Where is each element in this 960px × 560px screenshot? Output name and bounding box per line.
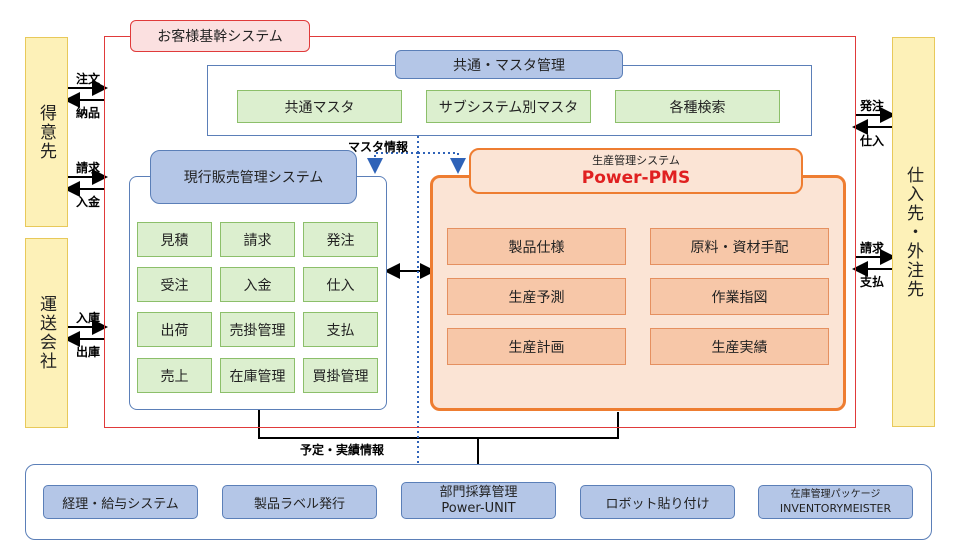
sales-item-label: 受注: [160, 277, 189, 294]
pms-subtitle: 生産管理システム: [592, 154, 680, 167]
stock-in-label: 入庫: [76, 311, 101, 325]
delivery-label: 納品: [76, 106, 101, 120]
subsystem-master-item: サブシステム別マスタ: [426, 90, 591, 123]
payment-in-label: 入金: [76, 195, 101, 209]
pms-item-production-plan: 生産計画: [447, 328, 626, 365]
sales-item-label: 請求: [243, 232, 272, 249]
common-master-item-label: 共通マスタ: [284, 99, 355, 116]
sales-item-payment-out: 支払: [303, 312, 378, 347]
power-unit-line2: Power-UNIT: [441, 500, 516, 516]
common-master-item: 共通マスタ: [237, 90, 402, 123]
pms-item-production-result: 生産実績: [650, 328, 829, 365]
sales-item-label: 出荷: [160, 322, 189, 339]
sales-item-payment-in: 入金: [220, 267, 295, 302]
plan-actual-info-label: 予定・実績情報: [300, 443, 385, 457]
stock-out-label: 出庫: [76, 345, 101, 359]
core-system-title-text: お客様基幹システム: [157, 29, 283, 45]
purchase-label: 仕入: [860, 134, 885, 148]
pms-title-box: 生産管理システム Power-PMS: [469, 148, 803, 194]
sales-system-title-text: 現行販売管理システム: [183, 170, 324, 186]
pms-item-label: 生産予測: [508, 289, 565, 306]
supplier-box: 仕入先・外注先: [892, 37, 935, 427]
pms-item-production-forecast: 生産予測: [447, 278, 626, 315]
power-unit-system: 部門採算管理 Power-UNIT: [401, 482, 556, 519]
sales-item-receive-order: 受注: [137, 267, 212, 302]
sales-item-label: 売上: [160, 368, 189, 385]
sales-item-receivables: 売掛管理: [220, 312, 295, 347]
core-system-frame: [104, 36, 856, 428]
pms-item-label: 原料・資材手配: [690, 239, 789, 256]
sales-item-label: 仕入: [326, 277, 355, 294]
product-label-issuing: 製品ラベル発行: [222, 485, 377, 519]
sales-item-label: 売掛管理: [229, 322, 286, 339]
master-info-label: マスタ情報: [348, 140, 409, 154]
sales-item-label: 在庫管理: [229, 368, 286, 385]
pms-title: Power-PMS: [581, 168, 691, 188]
subsystem-master-item-label: サブシステム別マスタ: [438, 99, 579, 116]
core-system-title: お客様基幹システム: [130, 20, 310, 52]
supplier-label: 仕入先・外注先: [903, 165, 923, 299]
pms-item-label: 製品仕様: [508, 239, 565, 256]
customer-box: 得意先: [25, 37, 68, 227]
accounting-payroll-label: 経理・給与システム: [62, 496, 179, 512]
sales-item-purchase: 仕入: [303, 267, 378, 302]
sales-item-inventory: 在庫管理: [220, 358, 295, 393]
pms-item-label: 生産実績: [711, 339, 768, 356]
pms-item-work-instruction: 作業指図: [650, 278, 829, 315]
sales-item-payables: 買掛管理: [303, 358, 378, 393]
common-master-title: 共通・マスタ管理: [395, 50, 623, 79]
place-order-label: 発注: [860, 99, 885, 113]
inventory-package-line2: INVENTORYMEISTER: [779, 502, 892, 515]
pms-item-product-spec: 製品仕様: [447, 228, 626, 265]
sales-item-order: 発注: [303, 222, 378, 257]
robot-labeling-label: ロボット貼り付け: [605, 496, 710, 512]
sales-item-quote: 見積: [137, 222, 212, 257]
sales-item-label: 発注: [326, 232, 355, 249]
product-label-issuing-label: 製品ラベル発行: [253, 496, 345, 512]
customer-label: 得意先: [36, 103, 56, 161]
payment-out-label: 支払: [860, 275, 885, 289]
accounting-payroll-system: 経理・給与システム: [43, 485, 198, 519]
inventory-package-line1: 在庫管理パッケージ: [790, 489, 881, 500]
pms-item-material-arrangement: 原料・資材手配: [650, 228, 829, 265]
search-item: 各種検索: [615, 90, 780, 123]
sales-item-sales: 売上: [137, 358, 212, 393]
order-label: 注文: [76, 72, 101, 86]
search-item-label: 各種検索: [669, 99, 726, 116]
power-unit-line1: 部門採算管理: [439, 484, 518, 500]
sales-item-label: 支払: [326, 322, 355, 339]
transport-box: 運送会社: [25, 238, 68, 428]
billing-out-label: 請求: [860, 241, 885, 255]
pms-item-label: 生産計画: [508, 339, 565, 356]
sales-item-label: 見積: [160, 232, 189, 249]
common-master-title-text: 共通・マスタ管理: [453, 57, 565, 74]
sales-item-label: 入金: [243, 277, 272, 294]
inventory-meister-system: 在庫管理パッケージ INVENTORYMEISTER: [758, 485, 913, 519]
sales-system-title: 現行販売管理システム: [150, 150, 357, 204]
sales-item-label: 買掛管理: [312, 368, 369, 385]
pms-item-label: 作業指図: [711, 289, 768, 306]
transport-label: 運送会社: [36, 295, 56, 371]
billing-in-label: 請求: [76, 161, 101, 175]
robot-labeling-system: ロボット貼り付け: [580, 485, 735, 519]
sales-item-billing: 請求: [220, 222, 295, 257]
sales-item-shipment: 出荷: [137, 312, 212, 347]
